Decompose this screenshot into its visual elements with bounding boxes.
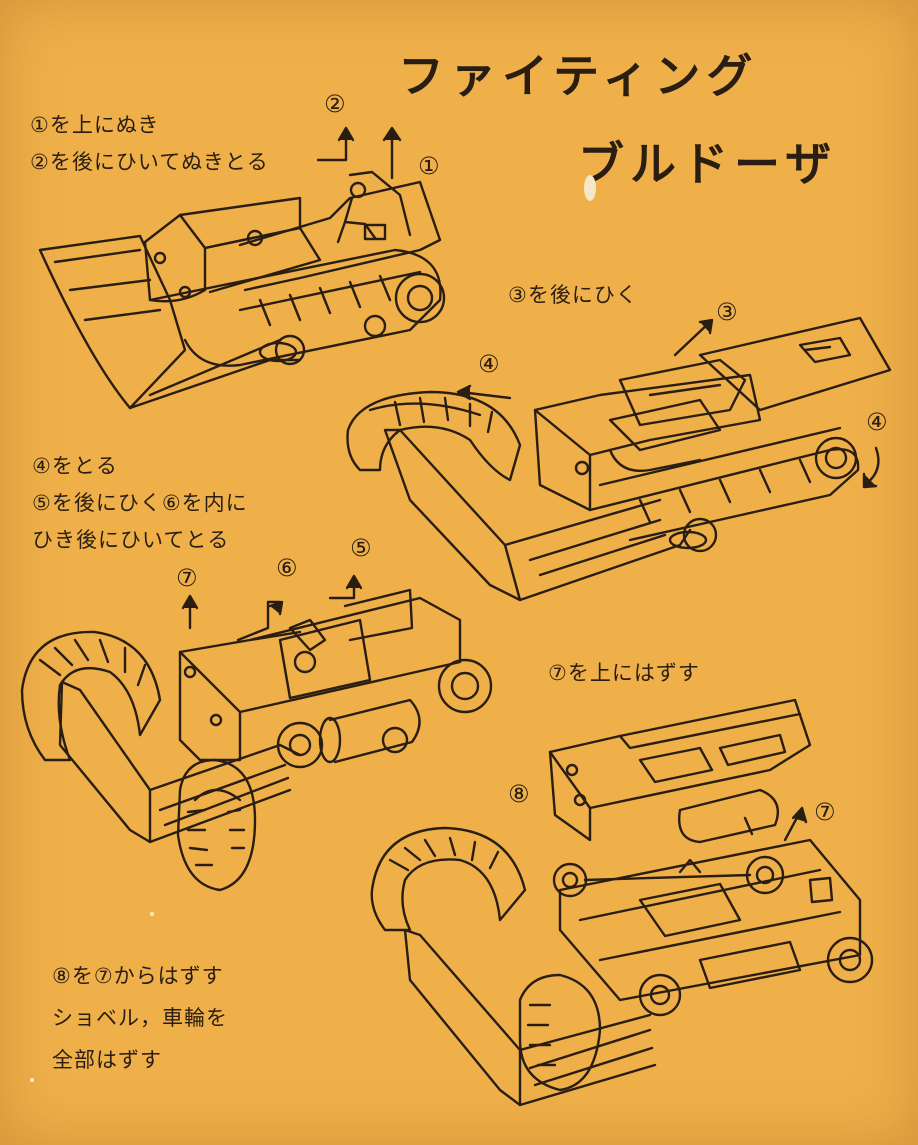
step-1-instructions: ①を上にぬき ②を後にひいてぬきとる (30, 107, 269, 181)
step-4-instructions: ⑦を上にはずす (548, 655, 700, 692)
label-6: ⑥ (276, 554, 298, 582)
label-3: ③ (716, 298, 738, 326)
step-3-line-1: ④をとる (32, 454, 118, 478)
paper-speck (584, 175, 596, 201)
step-3-instructions: ④をとる ⑤を後にひく⑥を内に ひき後にひいてとる (32, 448, 248, 559)
step-3-line-2: ⑤を後にひく⑥を内に (32, 491, 248, 515)
bulldozer-step4-drawing (20, 574, 493, 892)
label-7-b: ⑦ (814, 798, 836, 826)
title-line-1: ファイティング (398, 49, 759, 103)
step-5-instructions: ⑧を⑦からはずす ショベル，車輪を 全部はずす (52, 955, 228, 1081)
step-5-line-1: ⑧を⑦からはずす (52, 964, 224, 988)
label-2-a: ② (324, 90, 346, 118)
label-4-a: ④ (478, 350, 500, 378)
bulldozer-step5-drawing (370, 698, 874, 1107)
step-1-line-1: ①を上にぬき (30, 113, 160, 137)
step-5-line-3: 全部はずす (52, 1048, 162, 1072)
bulldozer-assembled-drawing (38, 126, 446, 410)
label-4-b: ④ (866, 408, 888, 436)
paper-speck (150, 912, 154, 916)
step-2-line-1: ③を後にひく (508, 283, 638, 307)
step-2-instructions: ③を後にひく (508, 277, 638, 314)
label-5: ⑤ (350, 534, 372, 562)
label-8: ⑧ (508, 780, 530, 808)
step-1-line-2: ②を後にひいてぬきとる (30, 150, 269, 174)
step-5-line-2: ショベル，車輪を (52, 1006, 228, 1030)
step-3-line-3: ひき後にひいてとる (32, 528, 230, 552)
label-1-a: ① (418, 152, 440, 180)
step-4-line-1: ⑦を上にはずす (548, 661, 700, 685)
paper-speck (30, 1078, 34, 1082)
bulldozer-step3-drawing (346, 316, 892, 602)
label-7-a: ⑦ (176, 564, 198, 592)
title-line-2: ブルドーザ (578, 137, 838, 191)
